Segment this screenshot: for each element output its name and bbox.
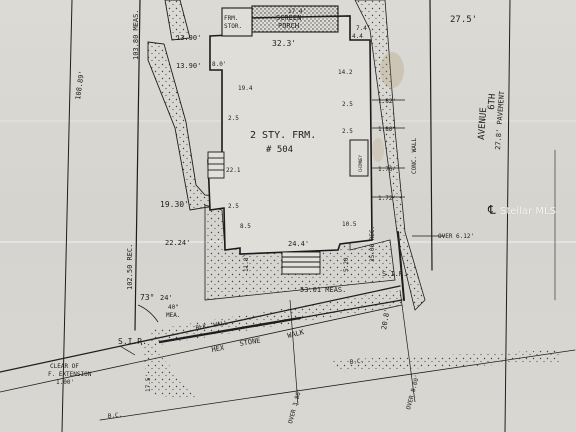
porch-label-c: SCREEN — [276, 14, 301, 22]
dim-far-left: 108.89' — [74, 70, 86, 100]
dim-right-rec: 103.80 MEAS. — [132, 9, 140, 60]
curb-stipple — [330, 350, 560, 372]
dim-r1: 1.82' — [378, 98, 396, 105]
dim-s13: 7.4' — [356, 25, 370, 32]
dim-left-rec: 102.50 REC. — [126, 244, 134, 290]
dim-angle-a: 73° — [140, 293, 154, 302]
dim-s5: 2.5 — [228, 115, 239, 122]
sir-right: S.I.R. — [382, 270, 407, 278]
dim-s10: 11.8' — [243, 254, 250, 272]
dim-s9: 10.5 — [342, 221, 357, 228]
angle-arc — [137, 304, 159, 323]
dim-r3: 1.76' — [378, 166, 396, 173]
dim-s2: 2.5 — [342, 101, 353, 108]
side-steps — [207, 151, 225, 179]
street-label-a: 6TH — [487, 93, 498, 110]
dim-top-left-a: 13.90' — [176, 34, 201, 42]
dim-s1: 14.2 — [338, 69, 353, 76]
dim-s6: 22.1 — [226, 167, 241, 174]
chimney-label: CHIMNEY — [358, 155, 363, 172]
block-wall — [158, 316, 302, 344]
street-label-b: AVENUE — [477, 107, 489, 140]
dim-s11: 5.20 — [343, 257, 350, 272]
dim-s12: 4.4 — [352, 33, 363, 40]
east-wall — [397, 231, 405, 301]
west-property-line — [134, 0, 141, 331]
dim-angle-c: 40" — [168, 304, 179, 311]
porch-width-dim: 17.4' — [288, 8, 306, 15]
dim-s7: 2.5 — [228, 203, 239, 210]
front-steps — [281, 251, 321, 275]
chimney-box — [349, 139, 369, 177]
east-walk — [354, 0, 426, 311]
wall-continuation — [299, 299, 403, 319]
watermark: Stellar MLS — [500, 206, 556, 217]
porch-label-d: PORCH — [278, 22, 299, 30]
clear-label-c: 1.00' — [56, 379, 74, 386]
dim-gap: 20.8' — [380, 308, 392, 330]
dim-bottom-house: 24.4' — [288, 240, 309, 248]
dim-set: 17.5' — [145, 374, 152, 392]
paper-stain — [380, 52, 404, 88]
porch-label-a: FRM. — [224, 15, 238, 22]
bc-right: B.C. — [349, 358, 364, 366]
dim-over-a: OVER 6.12' — [438, 233, 474, 240]
clear-label-a: CLEAR OF — [50, 363, 79, 370]
dim-frontage-top: 27.5' — [450, 15, 477, 25]
dim-over-c: OVER 8.00' — [405, 374, 421, 411]
hex-label-a: HEX — [211, 344, 226, 354]
east-property-line — [429, 0, 433, 271]
dim-low-left: 22.24' — [165, 239, 190, 247]
sir-left: S.I.R. — [118, 337, 147, 346]
frame-storage — [221, 7, 253, 37]
dim-left-side: 19.4 — [238, 85, 253, 92]
dim-s3: 2.5 — [342, 128, 353, 135]
house-number: # 504 — [266, 145, 293, 155]
dim-r2: 1.80' — [378, 126, 396, 133]
dim-top-left-b: 13.90' — [176, 62, 201, 70]
porch-label-b: STOR. — [224, 23, 242, 30]
dim-over-b: OVER 3.86' — [287, 388, 303, 425]
far-left-line — [61, 0, 73, 432]
dim-angle-b: 24' — [160, 294, 173, 302]
dim-r4: 1.72' — [378, 195, 396, 202]
house-label: 2 STY. FRM. — [250, 130, 316, 141]
dim-walk: 53.01 MEAS. — [300, 286, 346, 294]
centerline-symbol: ℄ — [487, 203, 496, 217]
leader-lines — [119, 235, 445, 406]
dim-mid-left: 19.30' — [160, 200, 189, 209]
dim-s4: 8.0' — [212, 61, 226, 68]
offset-ticks — [372, 99, 405, 198]
conc-wall-label: CONC. WALL — [411, 137, 418, 174]
sidewalk-line — [0, 304, 403, 393]
hex-label-b: STONE — [239, 336, 261, 348]
house-width-dim: 32.3' — [272, 39, 296, 48]
walk-extension — [140, 340, 200, 400]
clear-label-b: F. EXTENSION — [48, 371, 92, 378]
driveway-north — [164, 0, 191, 41]
dim-angle-d: MEA. — [166, 312, 180, 319]
bc-left: B.C. — [107, 412, 122, 420]
dim-s8: 8.5 — [240, 223, 251, 230]
paper-stain — [372, 138, 384, 162]
dim-right-rec-side: 35.00 REC. — [369, 226, 376, 262]
